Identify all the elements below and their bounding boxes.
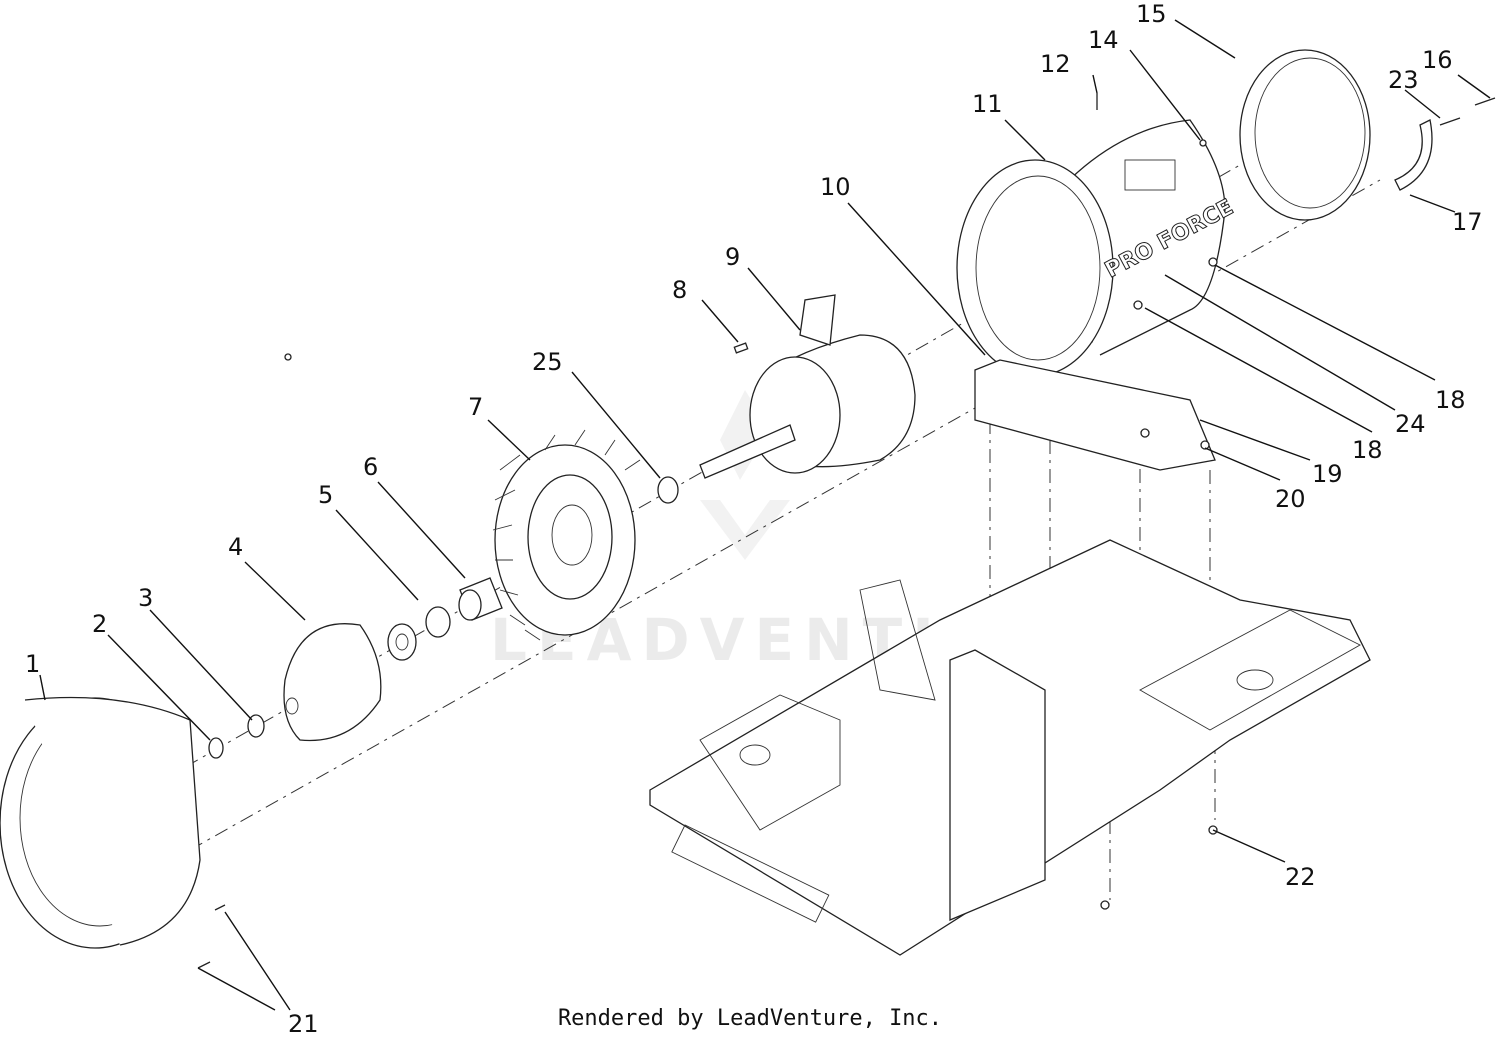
callout-25: 25 <box>532 348 563 376</box>
part-3-ring <box>247 714 265 738</box>
part-9-motor <box>699 294 916 479</box>
callout-17: 17 <box>1452 208 1483 236</box>
part-1-front-shroud <box>0 696 201 949</box>
part-6-spacer <box>458 577 503 621</box>
callout-5: 5 <box>318 481 333 509</box>
callout-18-upper: 18 <box>1435 386 1466 414</box>
callout-7: 7 <box>468 393 483 421</box>
callout-leaders <box>39 19 1491 1011</box>
callout-11: 11 <box>972 90 1003 118</box>
housing-warning-decal <box>1124 159 1176 191</box>
callout-9: 9 <box>725 243 740 271</box>
part-25-o-ring <box>657 476 679 504</box>
callout-20: 20 <box>1275 485 1306 513</box>
callout-15: 15 <box>1136 0 1167 28</box>
callout-24: 24 <box>1395 410 1426 438</box>
callout-6: 6 <box>363 453 378 481</box>
part-19-mount-bracket <box>974 359 1216 471</box>
callout-21: 21 <box>288 1010 319 1038</box>
render-credit: Rendered by LeadVenture, Inc. <box>557 1006 943 1031</box>
callout-10: 10 <box>820 173 851 201</box>
callout-18-lower: 18 <box>1352 436 1383 464</box>
part-4-nose-cone <box>283 623 382 742</box>
callout-12: 12 <box>1040 50 1071 78</box>
part-5-nut <box>387 623 417 661</box>
part-6-washer <box>425 606 451 638</box>
callout-14: 14 <box>1088 26 1119 54</box>
mount-guide-line <box>989 420 1216 900</box>
callout-2: 2 <box>92 610 107 638</box>
chassis-frame <box>649 539 1371 956</box>
part-15-rear-guard <box>1239 49 1371 221</box>
callout-4: 4 <box>228 533 243 561</box>
callout-numbers: 1 2 3 4 5 6 7 8 9 10 11 12 14 15 16 17 1… <box>25 0 1483 1038</box>
callout-22: 22 <box>1285 863 1316 891</box>
part-2-ring <box>208 737 224 759</box>
part-8-key <box>733 342 749 354</box>
chassis-warning-decal <box>671 824 830 923</box>
callout-8: 8 <box>672 276 687 304</box>
callout-23: 23 <box>1388 66 1419 94</box>
part-7-fan-impeller <box>492 429 641 641</box>
callout-3: 3 <box>138 584 153 612</box>
callout-1: 1 <box>25 650 40 678</box>
part-17-clamp <box>1394 119 1433 191</box>
callout-19: 19 <box>1312 460 1343 488</box>
part-11-housing: PRO FORCE <box>956 119 1238 377</box>
callout-16: 16 <box>1422 46 1453 74</box>
